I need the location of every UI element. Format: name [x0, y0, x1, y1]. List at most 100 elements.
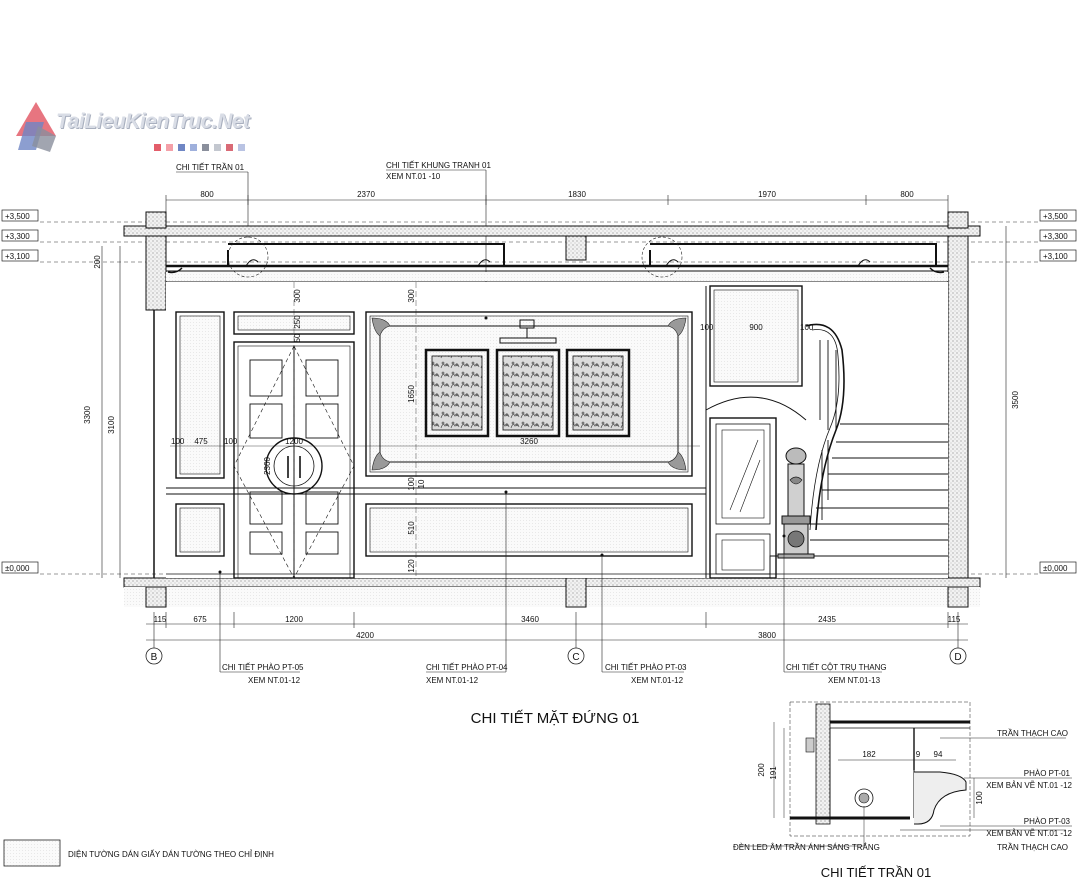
- svg-text:120: 120: [407, 559, 416, 573]
- svg-text:100: 100: [800, 323, 814, 332]
- svg-text:300: 300: [407, 289, 416, 303]
- site-logo: TaiLieuKienTruc.Net: [14, 100, 264, 160]
- bottom-callouts: CHI TIẾT PHÀO PT-05 XEM NT.01-12 CHI TIẾ…: [218, 316, 887, 685]
- label-pt01: PHÀO PT-01: [1024, 769, 1071, 778]
- logo-color-bar: [166, 144, 173, 151]
- label-gypsum-ceiling: TRẦN THẠCH CAO: [997, 728, 1068, 738]
- dim-left: 200: [93, 255, 102, 269]
- grid-label: D: [954, 652, 961, 663]
- grid-bubble-b: [145, 647, 163, 665]
- level-label-left: +3,300: [5, 232, 30, 241]
- drawing-title: CHI TIẾT MẶT ĐỨNG 01: [471, 710, 640, 727]
- svg-text:475: 475: [194, 437, 208, 446]
- svg-text:100: 100: [700, 323, 714, 332]
- svg-text:4200: 4200: [356, 631, 374, 640]
- logo-color-bar: [214, 144, 221, 151]
- logo-mark-icon: [16, 102, 56, 152]
- svg-text:9: 9: [916, 750, 921, 759]
- label-led: ĐÈN LED ÂM TRẦN ÁNH SÁNG TRẮNG: [733, 842, 880, 852]
- svg-text:50: 50: [293, 333, 302, 342]
- svg-text:510: 510: [407, 521, 416, 535]
- svg-text:200: 200: [757, 763, 766, 777]
- svg-text:1200: 1200: [285, 615, 303, 624]
- grid-label: B: [151, 652, 158, 663]
- svg-text:675: 675: [193, 615, 207, 624]
- structure: [123, 211, 981, 608]
- legend-text: DIỆN TƯỜNG DÁN GIẤY DÁN TƯỜNG THEO CHỈ Đ…: [68, 849, 274, 859]
- svg-text:3460: 3460: [521, 615, 539, 624]
- dim-top: 800: [900, 190, 914, 199]
- bottom-dimensions: 115 675 1200 3460 2435 115 4200 3800: [146, 612, 968, 648]
- grid-label: C: [572, 652, 579, 663]
- logo-color-bar: [178, 144, 185, 151]
- svg-text:3260: 3260: [520, 437, 538, 446]
- svg-text:3800: 3800: [758, 631, 776, 640]
- dim-left: 3300: [83, 406, 92, 424]
- inner-dimensions: 300 250 50 300 1650 2360 100 475 100 120…: [170, 282, 814, 578]
- grid-axes: B C D: [145, 647, 967, 665]
- svg-text:115: 115: [154, 615, 167, 624]
- legend: DIỆN TƯỜNG DÁN GIẤY DÁN TƯỜNG THEO CHỈ Đ…: [3, 839, 274, 867]
- svg-text:2435: 2435: [818, 615, 836, 624]
- level-label-left: ±0,000: [5, 564, 30, 573]
- svg-text:100: 100: [224, 437, 238, 446]
- dim-top: 1970: [758, 190, 776, 199]
- staircase: [709, 323, 948, 579]
- svg-text:100: 100: [407, 477, 416, 491]
- svg-text:10: 10: [417, 479, 426, 488]
- callout-frame-detail: CHI TIẾT KHUNG TRANH 01: [386, 160, 491, 170]
- callout-frame-ref: XEM NT.01 -10: [386, 172, 441, 181]
- callout-newel: CHI TIẾT CỘT TRỤ THANG: [786, 662, 887, 672]
- dim-right: 3500: [1011, 391, 1020, 409]
- vertical-dimensions: 200 3300 3100 3500: [83, 226, 1020, 578]
- level-label-left: +3,500: [5, 212, 30, 221]
- top-dimensions: 800 2370 1830 1970 800: [165, 190, 949, 212]
- svg-text:900: 900: [749, 323, 763, 332]
- logo-color-bar: [238, 144, 245, 151]
- svg-text:191: 191: [769, 766, 778, 780]
- svg-text:250: 250: [293, 315, 302, 329]
- svg-text:1200: 1200: [285, 437, 303, 446]
- level-label-right: ±0,000: [1043, 564, 1068, 573]
- detail-title: CHI TIẾT TRẦN 01: [821, 865, 932, 880]
- dim-top: 1830: [568, 190, 586, 199]
- level-label-right: +3,300: [1043, 232, 1068, 241]
- callout-pt04: CHI TIẾT PHÀO PT-04: [426, 662, 508, 672]
- svg-text:100: 100: [975, 791, 984, 805]
- svg-text:115: 115: [948, 615, 961, 624]
- ceiling-detail: 182 9 94 200 191 100 TRẦN THẠCH CAO PHÀO…: [733, 701, 1073, 880]
- logo-text: TaiLieuKienTruc.Net: [56, 110, 250, 133]
- label-pt03-ref: XEM BẢN VẼ NT.01 -12: [986, 829, 1072, 838]
- label-pt03: PHÀO PT-03: [1024, 817, 1071, 826]
- level-label-left: +3,100: [5, 252, 30, 261]
- callout-pt05: CHI TIẾT PHÀO PT-05: [222, 662, 304, 672]
- label-gypsum-ceiling-2: TRẦN THẠCH CAO: [997, 842, 1068, 852]
- logo-color-bar: [154, 144, 161, 151]
- label-pt01-ref: XEM BẢN VẼ NT.01 -12: [986, 781, 1072, 790]
- logo-color-bar: [190, 144, 197, 151]
- svg-text:94: 94: [934, 750, 943, 759]
- grid-bubble-d: [949, 647, 967, 665]
- svg-text:100: 100: [171, 437, 185, 446]
- dim-top: 2370: [357, 190, 375, 199]
- callout-pt04-ref: XEM NT.01-12: [426, 676, 479, 685]
- level-label-right: +3,100: [1043, 252, 1068, 261]
- svg-text:182: 182: [862, 750, 876, 759]
- dim-left: 3100: [107, 416, 116, 434]
- svg-text:1650: 1650: [407, 385, 416, 403]
- callout-newel-ref: XEM NT.01-13: [828, 676, 881, 685]
- svg-text:300: 300: [293, 289, 302, 303]
- callout-pt03: CHI TIẾT PHÀO PT-03: [605, 662, 687, 672]
- logo-color-bar: [226, 144, 233, 151]
- callout-pt03-ref: XEM NT.01-12: [631, 676, 684, 685]
- callout-ceiling-detail: CHI TIẾT TRẦN 01: [176, 162, 245, 172]
- logo-color-bars: [154, 138, 250, 156]
- svg-text:2360: 2360: [263, 457, 272, 475]
- callout-pt05-ref: XEM NT.01-12: [248, 676, 301, 685]
- level-label-right: +3,500: [1043, 212, 1068, 221]
- dim-top: 800: [200, 190, 214, 199]
- grid-bubble-c: [567, 647, 585, 665]
- logo-color-bar: [202, 144, 209, 151]
- wall-panels: [166, 282, 948, 578]
